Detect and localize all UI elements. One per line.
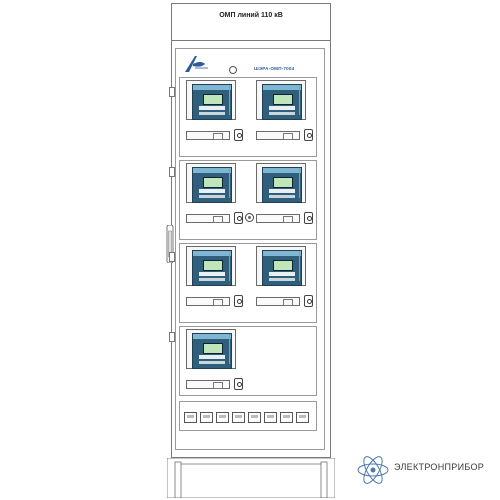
hinge-icon — [169, 252, 175, 262]
switch-plate — [256, 297, 300, 306]
cabinet-title: ОМП линий 110 кВ — [219, 12, 283, 19]
terminal-block-icon — [296, 412, 309, 423]
terminal-block-icon — [248, 412, 261, 423]
terminal-block-icon — [280, 412, 293, 423]
relay-terminal-icon — [192, 250, 232, 286]
switch-plate — [186, 131, 230, 140]
relay-terminal-icon — [192, 167, 232, 203]
indicator-lamp — [229, 66, 237, 74]
terminal-block-icon — [264, 412, 277, 423]
terminal-block-icon — [184, 412, 197, 423]
compartment-row-2 — [179, 160, 317, 240]
relay-unit — [186, 163, 236, 203]
relay-unit — [186, 246, 236, 286]
company-name: ЭЛЕКТРОНПРИБОР — [394, 462, 485, 472]
relay-terminal-icon — [262, 84, 302, 120]
switch-knob-icon — [234, 212, 243, 224]
cabinet-door — [175, 48, 325, 450]
switch-knob-icon — [234, 378, 243, 390]
header-plate — [171, 3, 331, 41]
switch-plate — [186, 214, 230, 223]
signal-lamp-icon — [245, 213, 254, 222]
hinge-icon — [169, 87, 175, 97]
terminal-block-icon — [232, 412, 245, 423]
terminal-compartment — [179, 401, 317, 431]
base-plinth — [167, 458, 335, 498]
switch-plate — [256, 214, 300, 223]
relay-unit — [256, 80, 306, 120]
switch-knob-icon — [304, 129, 313, 141]
switch-knob-icon — [234, 129, 243, 141]
hinge-icon — [169, 332, 175, 342]
switch-knob-icon — [304, 295, 313, 307]
switch-knob-icon — [234, 295, 243, 307]
relay-unit — [186, 329, 236, 369]
hinge-icon — [169, 167, 175, 177]
compartment-row-1 — [179, 77, 317, 157]
relay-unit — [186, 80, 236, 120]
relay-terminal-icon — [192, 84, 232, 120]
relay-unit — [256, 246, 306, 286]
relay-unit — [256, 163, 306, 203]
compartment-row-3 — [179, 243, 317, 323]
switch-plate — [186, 380, 230, 389]
brand-logo-icon — [185, 56, 208, 72]
switch-knob-icon — [304, 212, 313, 224]
relay-terminal-icon — [262, 250, 302, 286]
terminal-block-icon — [216, 412, 229, 423]
cabinet-label: ШЭРА-ОМП-7004 — [254, 66, 295, 71]
switch-plate — [256, 131, 300, 140]
compartment-row-4 — [179, 326, 317, 396]
relay-terminal-icon — [262, 167, 302, 203]
atom-logo-icon — [357, 456, 389, 484]
terminal-block-icon — [200, 412, 213, 423]
switch-plate — [186, 297, 230, 306]
relay-terminal-icon — [192, 333, 232, 369]
